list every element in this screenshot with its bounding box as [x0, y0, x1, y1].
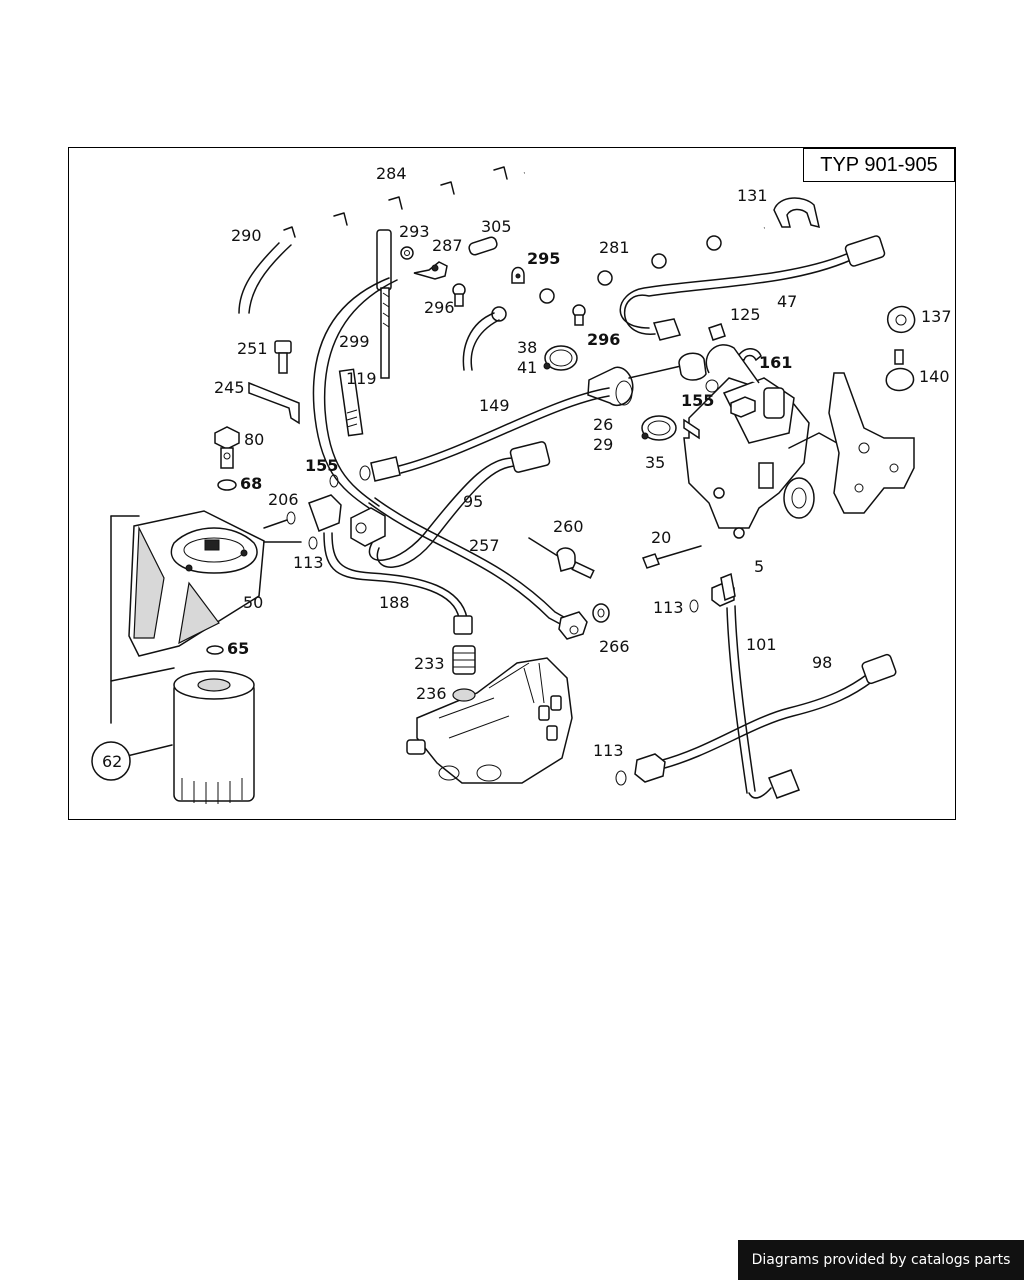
return-hose-299 [312, 277, 390, 509]
label-68: 68 [240, 474, 262, 493]
bolt-20 [642, 545, 702, 569]
connector-113c [634, 753, 666, 783]
valve-block [350, 507, 386, 547]
label-98: 98 [812, 653, 832, 672]
label-206: 206 [268, 490, 299, 509]
label-47: 47 [777, 292, 797, 311]
label-266: 266 [599, 637, 630, 656]
line-95 [368, 457, 515, 561]
connector-47 [844, 235, 886, 267]
label-101: 101 [746, 635, 777, 654]
label-29: 29 [593, 435, 613, 454]
sleeve-305 [468, 236, 498, 256]
label-62: 62 [102, 752, 122, 771]
washer-65 [206, 645, 224, 655]
clip-161 [735, 348, 762, 362]
label-50: 50 [243, 593, 263, 612]
label-188: 188 [379, 593, 410, 612]
seal-236 [452, 688, 476, 702]
line-188 [323, 532, 460, 619]
fitting-125 [708, 323, 726, 341]
exploded-parts-diagram: 284 290 293 287 305 295 281 131 47 137 1… [91, 164, 952, 804]
clamp-131 [773, 197, 821, 229]
label-295: 295 [527, 249, 560, 268]
hose-47 [619, 252, 850, 329]
label-65: 65 [227, 639, 249, 658]
parts-diagram-frame: 284 290 293 287 305 295 281 131 47 137 1… [68, 147, 956, 820]
label-155b: 155 [681, 391, 714, 410]
injection-line-284 [238, 166, 525, 314]
label-20: 20 [651, 528, 671, 547]
label-233: 233 [414, 654, 445, 673]
label-293: 293 [399, 222, 430, 241]
fuel-line-281 [462, 226, 765, 371]
label-38: 38 [517, 338, 537, 357]
washer-266 [592, 603, 610, 623]
label-305: 305 [481, 217, 512, 236]
fuel-pump-housing-5 [683, 377, 838, 539]
line-149 [398, 387, 610, 467]
label-257: 257 [469, 536, 500, 555]
line-98 [658, 672, 870, 762]
label-299: 299 [339, 332, 370, 351]
injector-nozzle [338, 229, 392, 437]
label-287: 287 [432, 236, 463, 255]
washer-68 [217, 479, 237, 491]
label-155a: 155 [305, 456, 338, 475]
label-236: 236 [416, 684, 447, 703]
label-131: 131 [737, 186, 768, 205]
label-284: 284 [376, 164, 407, 183]
callout-62-circle [91, 741, 131, 781]
hose-clamp-35 [641, 415, 677, 441]
screw-296b [572, 304, 586, 326]
label-290: 290 [231, 226, 262, 245]
injection-pump [406, 657, 573, 784]
label-5: 5 [754, 557, 764, 576]
clamp-137 [886, 305, 916, 334]
label-113a: 113 [293, 553, 324, 572]
connector-95 [509, 441, 551, 473]
label-41: 41 [517, 358, 537, 377]
label-149: 149 [479, 396, 510, 415]
label-137: 137 [921, 307, 952, 326]
clamp-140 [885, 367, 915, 392]
part-labels: 284 290 293 287 305 295 281 131 47 137 1… [102, 164, 952, 771]
valve-206 [308, 494, 342, 532]
fuel-filter-62 [173, 670, 255, 804]
diagram-credit: Diagrams provided by catalogs parts [738, 1240, 1024, 1280]
connector-155b [678, 352, 707, 381]
label-281: 281 [599, 238, 630, 257]
hollow-bolt-80 [214, 426, 240, 469]
label-140: 140 [919, 367, 950, 386]
label-119: 119 [346, 369, 377, 388]
model-type-box: TYP 901-905 [803, 148, 955, 182]
bracket-245 [248, 381, 300, 425]
label-113b: 113 [653, 598, 684, 617]
banjo-bolt-260 [528, 537, 595, 579]
label-245: 245 [214, 378, 245, 397]
screw-251 [274, 340, 292, 374]
label-251: 251 [237, 339, 268, 358]
line-101 [726, 607, 748, 794]
line-257 [368, 502, 565, 627]
fuel-filter-bracket-50 [128, 510, 265, 657]
label-296a: 296 [424, 298, 455, 317]
clip-295 [511, 266, 525, 284]
label-26: 26 [593, 415, 613, 434]
label-113c: 113 [593, 741, 624, 760]
label-161: 161 [759, 353, 792, 372]
mounting-bracket [828, 372, 915, 514]
washer-293 [400, 246, 414, 260]
connector-98 [861, 653, 897, 685]
label-80: 80 [244, 430, 264, 449]
label-95: 95 [463, 492, 483, 511]
label-125: 125 [730, 305, 761, 324]
screw-296a [452, 283, 466, 307]
label-260: 260 [553, 517, 584, 536]
label-35: 35 [645, 453, 665, 472]
label-296b: 296 [587, 330, 620, 349]
banjo-bolt-287 [413, 261, 448, 280]
connector-155a [370, 456, 401, 482]
